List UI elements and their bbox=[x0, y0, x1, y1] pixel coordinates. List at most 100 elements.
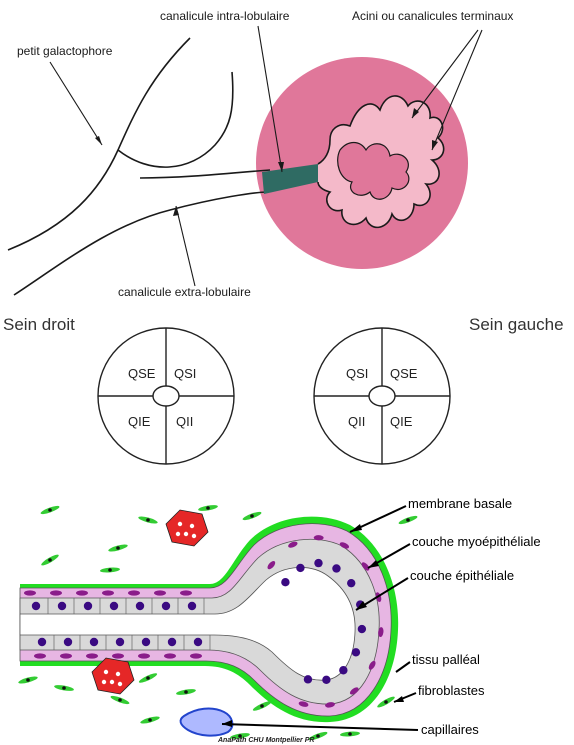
fibroblast-nucleus bbox=[146, 676, 150, 680]
myo-nucleus bbox=[128, 590, 140, 595]
red-cell-dot bbox=[192, 534, 196, 538]
fibroblast-nucleus bbox=[316, 734, 320, 738]
epi-nucleus bbox=[38, 638, 46, 646]
fibroblast-nucleus bbox=[116, 546, 120, 550]
epi-nucleus bbox=[304, 675, 312, 683]
red-cell-dot bbox=[110, 680, 114, 684]
red-cell-cluster-icon bbox=[166, 510, 208, 546]
label-capillaires: capillaires bbox=[421, 722, 479, 737]
fibroblast-nucleus bbox=[206, 506, 210, 510]
myo-nucleus bbox=[164, 653, 176, 658]
quadrant-bottom-right: QII bbox=[176, 414, 193, 429]
epi-nucleus bbox=[162, 602, 170, 610]
fibroblast-nucleus bbox=[260, 704, 264, 708]
label-acini: Acini ou canalicules terminaux bbox=[352, 9, 513, 23]
galactophore-wall-upper bbox=[8, 38, 190, 250]
fibroblast-nucleus bbox=[146, 518, 150, 522]
myo-nucleus bbox=[138, 653, 150, 658]
fibroblast-nucleus bbox=[62, 686, 66, 690]
duct-wall-upper bbox=[140, 170, 270, 178]
credit-text: AnaPath CHU Montpellier PR bbox=[217, 737, 314, 744]
epi-nucleus bbox=[314, 559, 322, 567]
sein-gauche-diagram: QSI QSE QII QIE bbox=[314, 328, 450, 464]
lobule-schematic: petit galactophore canalicule intra-lobu… bbox=[0, 0, 574, 305]
label-petit-galactophore: petit galactophore bbox=[17, 44, 113, 58]
quadrant-bottom-right: QIE bbox=[390, 414, 413, 429]
pointer-tissu-palleal bbox=[396, 662, 410, 672]
epi-nucleus bbox=[188, 602, 196, 610]
red-cell-dot bbox=[102, 680, 106, 684]
epi-nucleus bbox=[116, 638, 124, 646]
title-sein-droit: Sein droit bbox=[3, 315, 75, 334]
label-canalicule-intra: canalicule intra-lobulaire bbox=[160, 9, 290, 23]
lobule-schematic-panel: petit galactophore canalicule intra-lobu… bbox=[0, 0, 574, 305]
arrowhead bbox=[95, 136, 102, 145]
myo-nucleus bbox=[112, 653, 124, 658]
red-cell-dot bbox=[118, 682, 122, 686]
epi-nucleus bbox=[32, 602, 40, 610]
epi-nucleus bbox=[58, 602, 66, 610]
epi-nucleus bbox=[339, 666, 347, 674]
label-couche-epi: couche épithéliale bbox=[410, 568, 514, 583]
label-membrane-basale: membrane basale bbox=[408, 496, 512, 511]
title-sein-gauche: Sein gauche bbox=[469, 315, 564, 334]
red-cell-dot bbox=[178, 522, 182, 526]
myo-nucleus bbox=[154, 590, 166, 595]
quadrant-top-right: QSI bbox=[174, 366, 196, 381]
arrow-canalicule-extra bbox=[176, 206, 195, 286]
quadrant-bottom-left: QIE bbox=[128, 414, 151, 429]
red-cell-dot bbox=[116, 672, 120, 676]
myo-nucleus bbox=[50, 590, 62, 595]
quadrant-top-left: QSI bbox=[346, 366, 368, 381]
epi-nucleus bbox=[281, 578, 289, 586]
fibroblast-nucleus bbox=[250, 514, 254, 518]
myo-nucleus bbox=[86, 653, 98, 658]
myo-nucleus bbox=[190, 653, 202, 658]
myo-nucleus bbox=[102, 590, 114, 595]
fibroblast-nucleus bbox=[26, 678, 30, 682]
epi-nucleus bbox=[168, 638, 176, 646]
fibroblast-nucleus bbox=[348, 732, 352, 736]
red-cell-dot bbox=[176, 532, 180, 536]
capillary-icon bbox=[181, 709, 233, 736]
quadrant-top-left: QSE bbox=[128, 366, 156, 381]
label-tissu-palleal: tissu palléal bbox=[412, 652, 480, 667]
fibroblast-nucleus bbox=[148, 718, 152, 722]
epi-nucleus bbox=[296, 564, 304, 572]
epi-nucleus bbox=[142, 638, 150, 646]
red-cell-dot bbox=[184, 532, 188, 536]
myo-nucleus bbox=[180, 590, 192, 595]
fibroblast-nucleus bbox=[48, 508, 52, 512]
fibroblast-nucleus bbox=[108, 568, 112, 572]
myo-nucleus bbox=[76, 590, 88, 595]
myo-nucleus bbox=[24, 590, 36, 595]
epi-nucleus bbox=[136, 602, 144, 610]
histology-panel: membrane basale couche myoépithéliale co… bbox=[0, 480, 574, 745]
fibroblast-nucleus bbox=[48, 558, 52, 562]
epi-nucleus bbox=[332, 564, 340, 572]
fibroblast-nucleus bbox=[406, 518, 410, 522]
fibroblast-nucleus bbox=[384, 700, 388, 704]
label-couche-myo: couche myoépithéliale bbox=[412, 534, 541, 549]
myo-nucleus bbox=[60, 653, 72, 658]
myo-nucleus bbox=[34, 653, 46, 658]
quadrants-diagram: Sein droit Sein gauche QSE QSI QIE QII Q… bbox=[0, 298, 574, 480]
red-cell-dot bbox=[104, 670, 108, 674]
sein-droit-diagram: QSE QSI QIE QII bbox=[98, 328, 234, 464]
nipple-areola bbox=[369, 386, 395, 406]
red-cell-dot bbox=[190, 524, 194, 528]
epi-nucleus bbox=[352, 648, 360, 656]
epi-nucleus bbox=[347, 579, 355, 587]
epi-nucleus bbox=[322, 676, 330, 684]
arrowhead bbox=[394, 696, 404, 702]
epi-nucleus bbox=[64, 638, 72, 646]
quadrant-bottom-left: QII bbox=[348, 414, 365, 429]
epi-nucleus bbox=[358, 625, 366, 633]
histology-diagram: membrane basale couche myoépithéliale co… bbox=[0, 480, 574, 745]
epi-nucleus bbox=[84, 602, 92, 610]
quadrants-panel: Sein droit Sein gauche QSE QSI QIE QII Q… bbox=[0, 298, 574, 480]
quadrant-top-right: QSE bbox=[390, 366, 418, 381]
fibroblast-nucleus bbox=[118, 698, 122, 702]
label-canalicule-extra: canalicule extra-lobulaire bbox=[118, 285, 251, 299]
label-fibroblastes: fibroblastes bbox=[418, 683, 485, 698]
